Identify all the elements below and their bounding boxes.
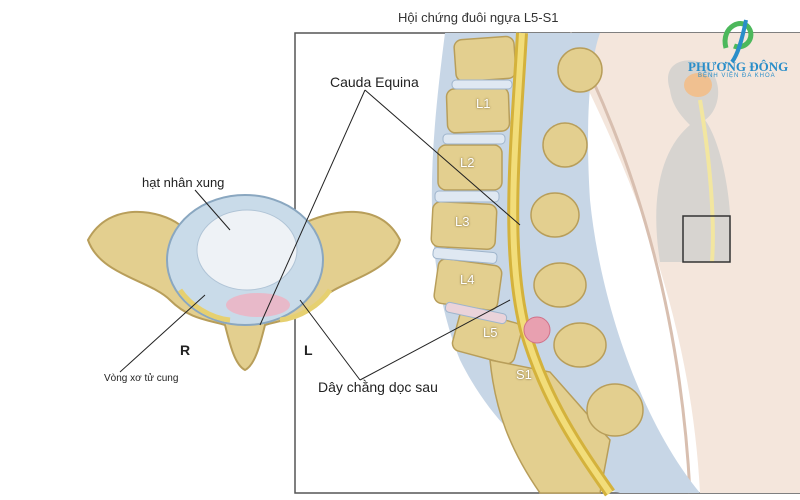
logo-name: PHƯƠNG ĐÔNG — [688, 59, 789, 74]
vertebra-label: S1 — [516, 367, 532, 382]
label-left: L — [304, 342, 313, 358]
vertebra-label: L1 — [476, 96, 491, 111]
inset-box — [682, 215, 731, 263]
vertebra-label: L2 — [460, 155, 475, 170]
label-cauda-equina: Cauda Equina — [330, 74, 419, 90]
vertebra-label: L5 — [483, 325, 498, 340]
herniation — [523, 316, 551, 344]
label-ligament: Dây chằng dọc sau — [318, 379, 438, 395]
vertebra-label: L3 — [455, 214, 470, 229]
body-silhouette — [656, 60, 731, 263]
logo-subtitle: BỆNH VIỆN ĐA KHOA — [698, 73, 776, 79]
logo — [722, 19, 754, 64]
leader-lines — [119, 89, 521, 381]
axial-vertebra — [86, 194, 402, 372]
diagram-title: Hội chứng đuôi ngựa L5-S1 — [398, 10, 559, 25]
label-right: R — [180, 342, 191, 358]
vertebral-bodies — [430, 35, 611, 494]
spinous-processes — [530, 47, 644, 437]
discs — [432, 79, 513, 325]
vertebra-label: L4 — [460, 272, 475, 287]
label-nucleus: hạt nhân xung — [142, 175, 225, 190]
label-annulus: Vòng xơ tử cung — [104, 373, 179, 384]
